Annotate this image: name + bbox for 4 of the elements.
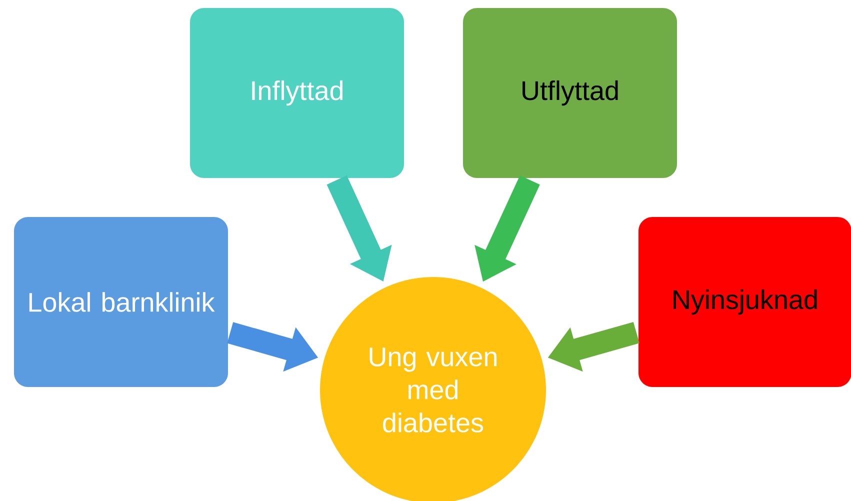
process-box: Inflyttad (190, 8, 404, 178)
process-box: Utflyttad (463, 8, 677, 178)
process-box: Lokal barnklinik (14, 217, 228, 387)
process-box: Nyinsjuknad (638, 217, 851, 387)
